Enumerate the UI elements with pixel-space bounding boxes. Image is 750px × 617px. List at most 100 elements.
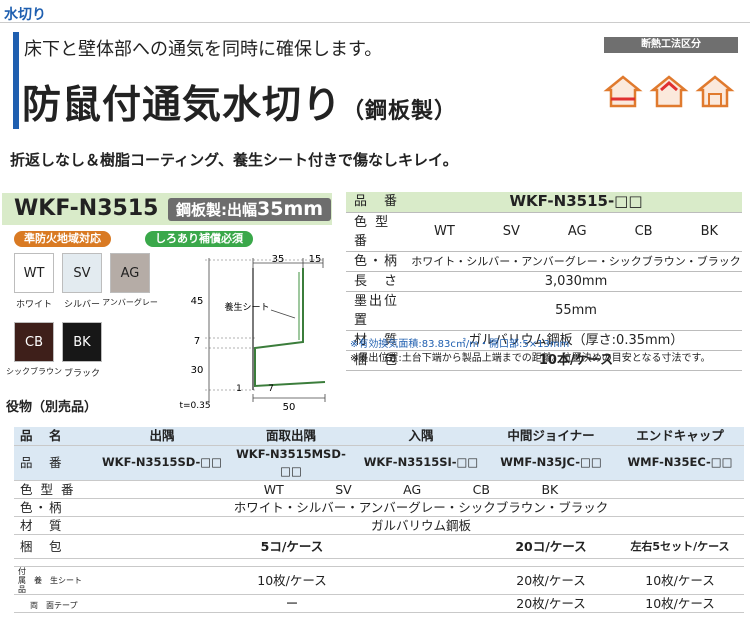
acc-spacer: [14, 558, 744, 567]
acc-pack-row: 梱 包 5コ/ケース 20コ/ケース 左右5セット/ケース: [14, 534, 744, 559]
acc-col-outside-corner: 出隅: [98, 427, 226, 446]
termite-badge: しろあり補償必須: [145, 231, 253, 247]
acc-color-row: 色・柄 ホワイト・シルバー・アンバーグレー・シックブラウン・ブラック: [14, 498, 744, 517]
dim-45: 45: [191, 296, 204, 307]
acc-attach-label: 付属品: [18, 566, 26, 594]
ventilation-note: ※有効換気面積:83.83c㎡/m・開口部:5×13mm: [350, 339, 570, 350]
acc-pack-value: 5コ/ケース: [98, 534, 486, 559]
acc-attach-item-label: 両 面テープ: [30, 600, 78, 610]
spec-row-part-number: 品 番 WKF-N3515-□□: [346, 192, 742, 213]
spec-value: WT SV AG CB BK: [410, 212, 742, 252]
acc-part-number: WMF-N35JC-□□: [486, 445, 616, 481]
swatch-bk-label: ブラック: [63, 369, 100, 379]
acc-attach-row-tape: 両 面テープ ー 20枚/ケース 10枚/ケース: [14, 594, 744, 613]
color-code: CB: [634, 224, 653, 239]
spec-label: 色 型 番: [346, 212, 410, 252]
acc-col-chamfer-corner: 面取出隅: [226, 427, 356, 446]
title-accent-bar: [13, 32, 19, 129]
model-name: WKF-N3515: [14, 196, 159, 221]
swatch-wt: WT: [14, 253, 54, 293]
title-suffix: （鋼板製）: [342, 99, 458, 124]
swatch-wt-label: ホワイト: [15, 300, 52, 310]
fire-zone-badge: 準防火地域対応: [14, 231, 111, 247]
color-code: WT: [433, 224, 455, 239]
acc-material-row: 材 質 ガルバリウム鋼板: [14, 516, 744, 535]
acc-attach-value: 20枚/ケース: [486, 566, 616, 595]
protective-sheet-label: 養生シート: [224, 301, 269, 313]
divider: [0, 22, 750, 23]
acc-part-number: WKF-N3515SD-□□: [98, 445, 226, 481]
spec-label: 材 質: [346, 330, 410, 351]
page-subtitle: 床下と壁体部への通気を同時に確保します。: [24, 39, 383, 60]
acc-attach-value: 10枚/ケース: [616, 594, 744, 613]
house-roof-insulation-icon: [649, 75, 689, 108]
acc-pack-value: 左右5セット/ケース: [616, 534, 744, 559]
dim-15: 15: [309, 254, 322, 265]
acc-attach-value: 10枚/ケース: [616, 566, 744, 595]
marking-note: ※墨出位置:土台下端から製品上端までの距離。位置決めの目安となる寸法です。: [350, 353, 711, 364]
dim-thickness: t=0.35: [179, 401, 210, 411]
spec-value: 55mm: [410, 291, 742, 331]
swatch-bk: BK: [62, 322, 102, 362]
color-code: BK: [541, 481, 559, 497]
spec-value: ホワイト・シルバー・アンバーグレー・シックブラウン・ブラック: [410, 251, 742, 272]
acc-label: 色 型 番: [14, 480, 98, 499]
acc-part-number: WKF-N3515MSD-□□: [226, 445, 356, 481]
spec-value: ガルバリウム鋼板（厚さ:0.35mm）: [410, 330, 742, 351]
acc-material-value: ガルバリウム鋼板: [98, 516, 744, 535]
acc-color-codes: WT SV AG CB BK: [98, 480, 744, 499]
dim-50: 50: [283, 402, 296, 413]
color-code: AG: [403, 481, 422, 497]
house-wall-insulation-icon: [695, 75, 735, 108]
acc-part-number: WKF-N3515SI-□□: [356, 445, 486, 481]
spec-row-length: 長 さ 3,030mm: [346, 271, 742, 292]
spec-row-color-codes: 色 型 番 WT SV AG CB BK: [346, 212, 742, 252]
acc-label: 梱 包: [14, 534, 98, 559]
acc-pack-value: 20コ/ケース: [486, 534, 616, 559]
spec-row-color: 色・柄 ホワイト・シルバー・アンバーグレー・シックブラウン・ブラック: [346, 251, 742, 272]
color-code: SV: [335, 481, 352, 497]
acc-col-joiner: 中間ジョイナー: [486, 427, 616, 446]
acc-spacer-row: [14, 558, 744, 567]
spec-label: 長 さ: [346, 271, 410, 292]
spec-value: 10本/ケース: [410, 350, 742, 371]
dim-35: 35: [272, 254, 285, 265]
acc-color-code-row: 色 型 番 WT SV AG CB BK: [14, 480, 744, 499]
title-main: 防鼠付通気水切り: [22, 83, 343, 128]
tagline: 折返しなし＆樹脂コーティング、養生シート付きで傷なしキレイ。: [10, 151, 458, 169]
spec-value: 35mm: [257, 198, 324, 220]
color-code: AG: [567, 224, 587, 239]
color-code: SV: [502, 224, 520, 239]
model-spec-pill: 鋼板製:出幅35mm: [168, 198, 332, 221]
acc-attach-item-label: 養 生シート: [33, 575, 82, 585]
spec-prefix: 鋼板製:出幅: [176, 201, 257, 219]
acc-col-end-cap: エンドキャップ: [616, 427, 744, 446]
spec-label: 品 番: [346, 192, 410, 213]
acc-attach-value: 20枚/ケース: [486, 594, 616, 613]
color-code: CB: [472, 481, 490, 497]
swatch-ag-label: アンバーグレー: [102, 298, 158, 307]
spec-label: 梱 包: [346, 350, 410, 371]
acc-label: 色・柄: [14, 498, 98, 517]
spec-row-material: 材 質 ガルバリウム鋼板（厚さ:0.35mm）: [346, 330, 742, 351]
acc-attach-value: ー: [98, 594, 486, 613]
swatch-cb: CB: [14, 322, 54, 362]
cross-section-diagram: 35 15 45 7 30 1 7 t=0.35 50 養生シート: [179, 254, 326, 413]
dim-7a: 7: [194, 336, 200, 347]
acc-part-number: WMF-N35EC-□□: [616, 445, 744, 481]
accessories-table: 品 名 出隅 面取出隅 入隅 中間ジョイナー エンドキャップ 品 番 WKF-N…: [14, 427, 744, 613]
swatch-sv: SV: [62, 253, 102, 293]
dim-1: 1: [236, 384, 242, 394]
color-code: WT: [263, 481, 284, 497]
spec-label: 墨出位置: [346, 291, 410, 331]
dim-30: 30: [191, 365, 204, 376]
acc-header-row: 品 名 出隅 面取出隅 入隅 中間ジョイナー エンドキャップ: [14, 427, 744, 446]
spec-value: 3,030mm: [410, 271, 742, 292]
dim-7b: 7: [268, 384, 274, 394]
swatch-ag: AG: [110, 253, 150, 293]
acc-label: 品 番: [14, 445, 98, 481]
acc-label: 材 質: [14, 516, 98, 535]
acc-attach-value: 10枚/ケース: [98, 566, 486, 595]
acc-part-row: 品 番 WKF-N3515SD-□□ WKF-N3515MSD-□□ WKF-N…: [14, 445, 744, 481]
house-floor-insulation-icon: [603, 75, 643, 108]
